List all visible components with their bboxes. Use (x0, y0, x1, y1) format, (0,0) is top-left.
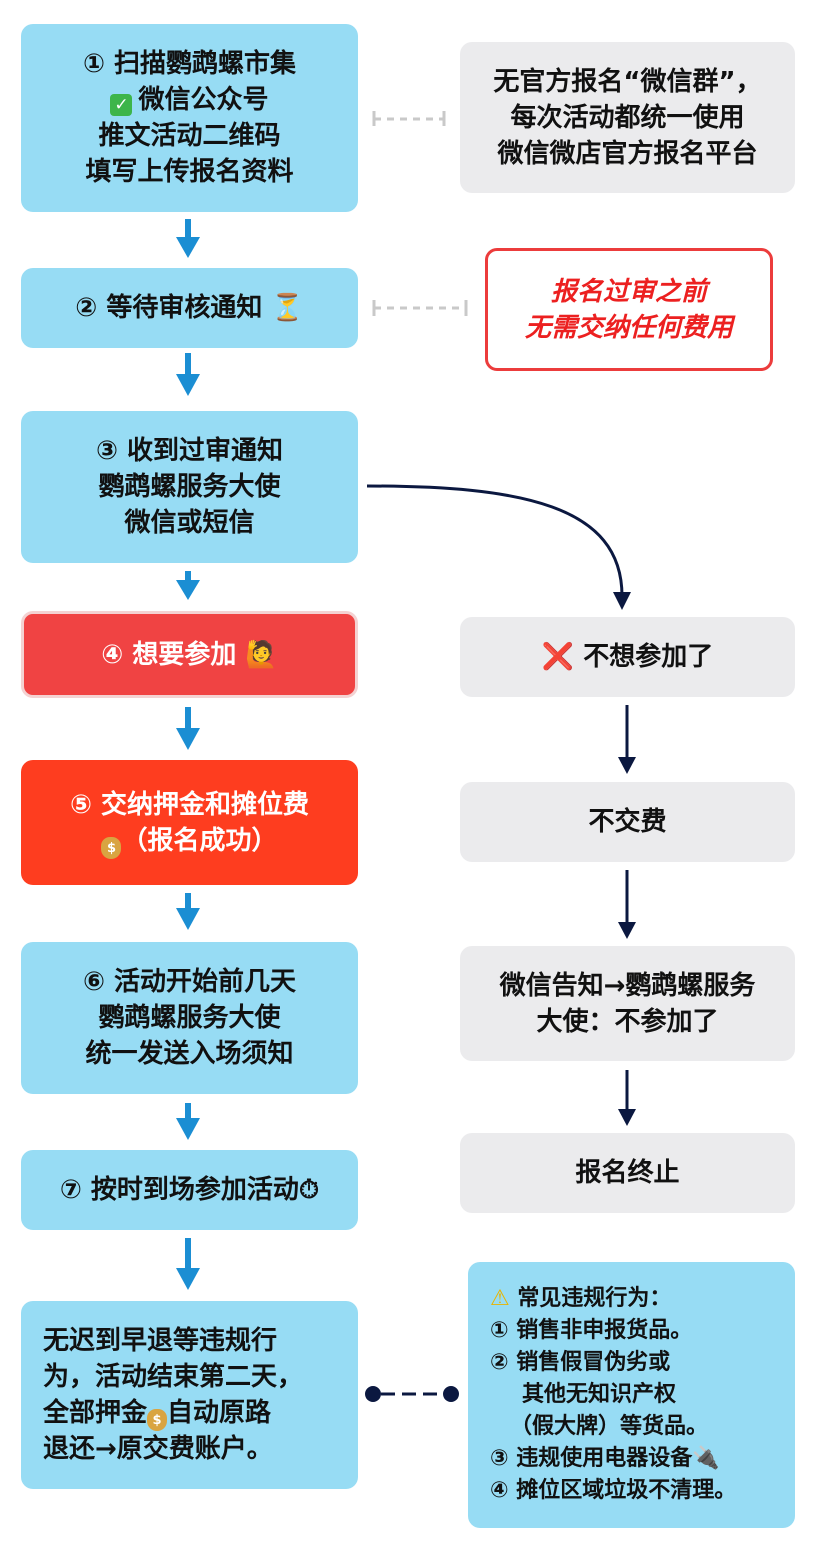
money-bag-icon: $ (101, 836, 122, 859)
step-3-line-1: ③ 收到过审通知 (95, 436, 284, 466)
not-join-box: ❌ 不想参加了 (460, 617, 795, 697)
refund-line-4: 退还→原交费账户。 (43, 1434, 273, 1464)
down-arrow-1 (176, 219, 200, 258)
note-1-line-3: 微信微店官方报名平台 (497, 138, 758, 169)
navy-arrow-1 (618, 705, 636, 774)
violation-rules-box: ⚠ 常见违规行为： ① 销售非申报货品。 ② 销售假冒伪劣或 其他无知识产权 （… (468, 1262, 795, 1528)
step-2-line-1: ② 等待审核通知 ⏳ (75, 293, 304, 323)
registration-terminated-box: 报名终止 (460, 1133, 795, 1213)
money-bag-icon: $ (147, 1409, 168, 1431)
down-arrow-5 (176, 893, 200, 930)
refund-line-3a: 全部押金 (43, 1398, 148, 1428)
dashed-connector-1 (372, 111, 446, 126)
step-7-box: ⑦ 按时到场参加活动⏱ (21, 1150, 358, 1230)
note-1-line-2: 每次活动都统一使用 (510, 102, 745, 133)
step-5-line-2-text: （报名成功） (121, 825, 278, 856)
step-3-box: ③ 收到过审通知 鹦鹉螺服务大使 微信或短信 (21, 411, 358, 563)
note-wechat-group: 无官方报名“微信群”， 每次活动都统一使用 微信微店官方报名平台 (460, 42, 795, 193)
step-5-line-1: ⑤ 交纳押金和摊位费 (69, 789, 310, 820)
note-no-fee: 报名过审之前 无需交纳任何费用 (485, 248, 773, 371)
rule-3: ③ 违规使用电器设备🔌 (490, 1446, 720, 1471)
refund-line-3b: 自动原路 (167, 1398, 272, 1428)
terminated-text: 报名终止 (575, 1158, 680, 1188)
rules-title: ⚠ 常见违规行为： (490, 1283, 671, 1315)
step-6-line-2: 鹦鹉螺服务大使 (98, 1003, 281, 1033)
notify-ambassador-box: 微信告知→鹦鹉螺服务 大使：不参加了 (460, 946, 795, 1061)
dot-connector (365, 1386, 459, 1402)
step-3-line-3: 微信或短信 (124, 508, 255, 538)
rules-title-text: 常见违规行为： (517, 1286, 672, 1311)
step-6-line-1: ⑥ 活动开始前几天 (82, 967, 297, 997)
dashed-connector-2 (372, 300, 468, 316)
not-join-text: 不想参加了 (583, 642, 714, 672)
note-1-line-1: 无官方报名“微信群”， (493, 66, 762, 97)
refund-line-2: 为，活动结束第二天， (43, 1362, 304, 1392)
rule-2: ② 销售假冒伪劣或 (490, 1350, 671, 1375)
step-4-box: ④ 想要参加 🙋 (21, 611, 358, 698)
step-1-line-2-text: 微信公众号 (138, 85, 269, 115)
no-fee-box: 不交费 (460, 782, 795, 862)
rule-2-cont-2: （假大牌）等货品。 (510, 1414, 709, 1439)
step-2-box: ② 等待审核通知 ⏳ (21, 268, 358, 348)
navy-arrow-3 (618, 1070, 636, 1126)
step-1-line-1: ① 扫描鹦鹉螺市集 (82, 49, 297, 79)
note-2-line-2: 无需交纳任何费用 (524, 312, 733, 343)
rule-4: ④ 摊位区域垃圾不清理。 (490, 1478, 737, 1503)
no-fee-text: 不交费 (588, 807, 667, 837)
down-arrow-3 (176, 571, 200, 600)
navy-arrow-2 (618, 870, 636, 939)
notify-line-1: 微信告知→鹦鹉螺服务 (499, 970, 756, 1001)
step-5-box: ⑤ 交纳押金和摊位费 $（报名成功） (21, 760, 358, 885)
curved-arrow (366, 484, 631, 610)
step-6-box: ⑥ 活动开始前几天 鹦鹉螺服务大使 统一发送入场须知 (21, 942, 358, 1094)
step-5-line-2: $（报名成功） (101, 823, 278, 859)
refund-box: 无迟到早退等违规行 为，活动结束第二天， 全部押金$自动原路 退还→原交费账户。 (21, 1301, 358, 1489)
notify-line-2: 大使：不参加了 (536, 1006, 719, 1037)
down-arrow-4 (176, 707, 200, 750)
check-icon: ✓ (110, 94, 133, 116)
refund-line-3: 全部押金$自动原路 (43, 1395, 271, 1431)
not-join-line: ❌ 不想参加了 (542, 639, 713, 675)
note-2-line-1: 报名过审之前 (550, 276, 707, 307)
refund-line-1: 无迟到早退等违规行 (43, 1326, 278, 1356)
step-6-line-3: 统一发送入场须知 (85, 1039, 294, 1069)
down-arrow-6 (176, 1103, 200, 1140)
warning-icon: ⚠ (490, 1286, 510, 1311)
cross-icon: ❌ (541, 642, 575, 672)
step-4-line-1: ④ 想要参加 🙋 (101, 639, 278, 670)
step-1-line-2: ✓微信公众号 (110, 82, 269, 118)
rule-2-cont-1: 其他无知识产权 (522, 1382, 677, 1407)
step-1-box: ① 扫描鹦鹉螺市集 ✓微信公众号 推文活动二维码 填写上传报名资料 (21, 24, 358, 212)
rule-1: ① 销售非申报货品。 (490, 1318, 693, 1343)
step-1-line-3: 推文活动二维码 (98, 121, 281, 151)
step-7-line-1: ⑦ 按时到场参加活动⏱ (59, 1175, 320, 1205)
down-arrow-2 (176, 353, 200, 396)
down-arrow-7 (176, 1238, 200, 1290)
step-1-line-4: 填写上传报名资料 (85, 157, 294, 187)
step-3-line-2: 鹦鹉螺服务大使 (98, 472, 281, 502)
